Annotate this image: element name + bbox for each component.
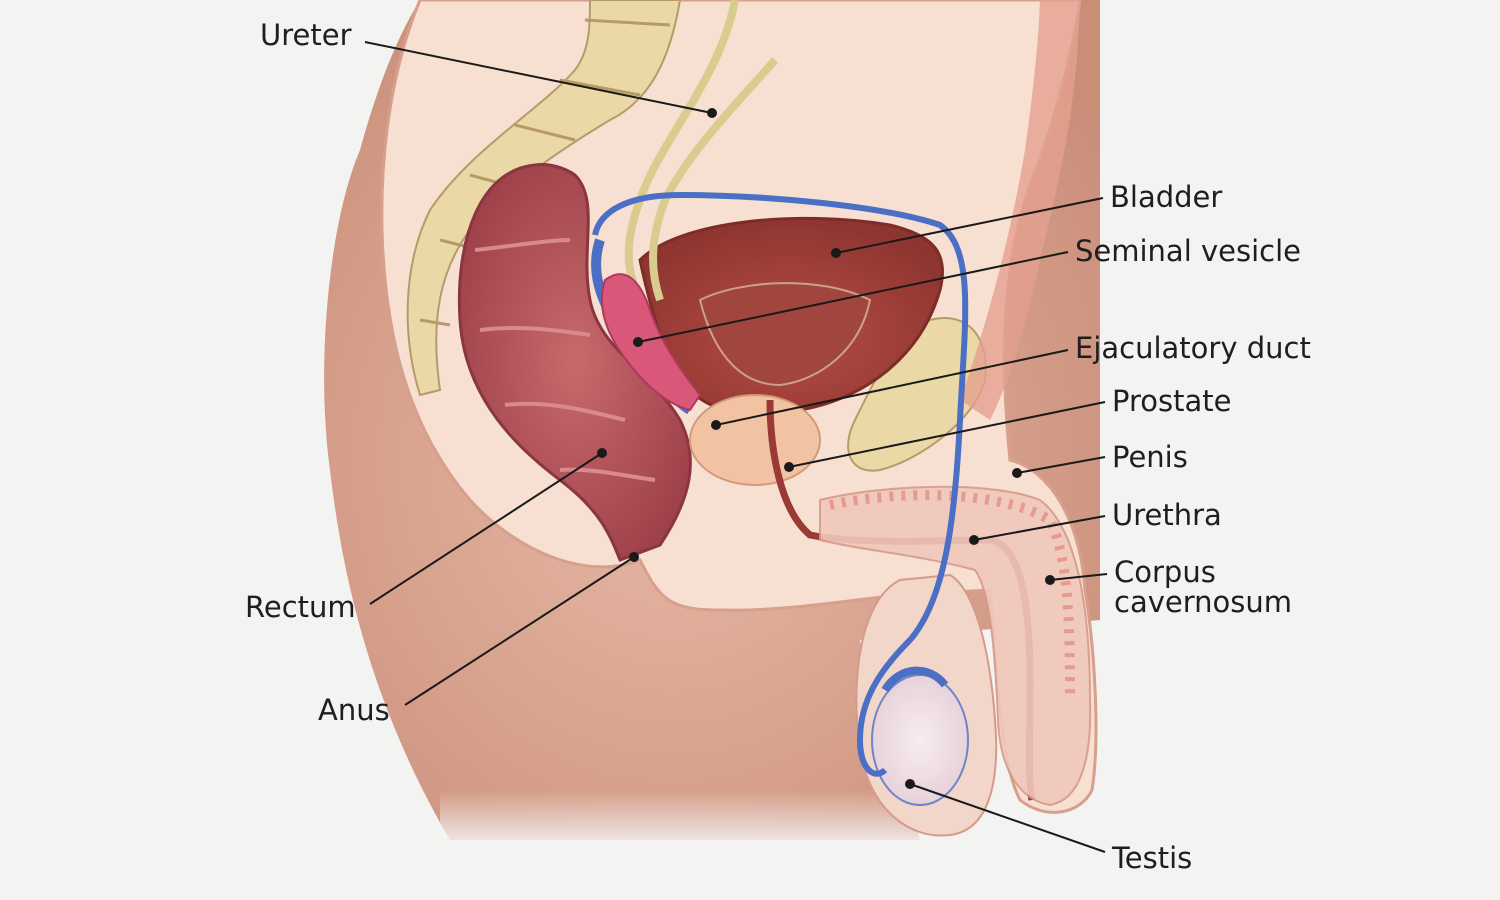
label-ureter: Ureter	[260, 18, 352, 52]
leader-ureter	[364, 41, 713, 114]
dot-corpus-cavernosum	[1045, 575, 1055, 585]
label-penis: Penis	[1112, 440, 1188, 474]
dot-rectum	[597, 448, 607, 458]
dot-urethra	[969, 535, 979, 545]
penis	[819, 485, 1092, 807]
leader-testis	[909, 783, 1106, 853]
leader-prostate	[788, 401, 1106, 468]
leader-lines	[364, 41, 1108, 853]
label-urethra: Urethra	[1112, 498, 1222, 532]
leader-rectum	[369, 452, 603, 605]
dot-ureter	[707, 108, 717, 118]
dot-bladder	[831, 248, 841, 258]
dot-penis	[1012, 468, 1022, 478]
label-rectum: Rectum	[245, 590, 356, 624]
seminal-vesicle	[600, 273, 702, 412]
dot-anus	[629, 552, 639, 562]
dot-testis	[905, 779, 915, 789]
label-ejaculatory-duct: Ejaculatory duct	[1075, 331, 1311, 365]
prostate	[689, 394, 821, 486]
label-corpus-cavernosum-line1: Corpus	[1114, 555, 1216, 589]
leader-ejaculatory-duct	[715, 349, 1069, 426]
rectum	[457, 163, 692, 562]
leader-penis	[1016, 456, 1106, 474]
leader-seminal-vesicle	[637, 251, 1069, 343]
dot-ejaculatory-duct	[711, 420, 721, 430]
abdominal-wall	[960, 0, 1080, 420]
label-prostate: Prostate	[1112, 384, 1232, 418]
label-corpus-cavernosum-line2: cavernosum	[1114, 585, 1292, 619]
label-seminal-vesicle: Seminal vesicle	[1075, 234, 1301, 268]
label-bladder: Bladder	[1110, 180, 1223, 214]
leader-corpus-cavernosum	[1049, 573, 1108, 581]
testis	[871, 666, 969, 806]
dot-prostate	[784, 462, 794, 472]
bladder	[638, 216, 945, 417]
leader-bladder	[835, 197, 1104, 254]
label-testis: Testis	[1112, 841, 1193, 875]
label-anus: Anus	[318, 693, 390, 727]
dot-seminal-vesicle	[633, 337, 643, 347]
leader-urethra	[973, 515, 1106, 541]
leader-anus	[404, 556, 635, 706]
